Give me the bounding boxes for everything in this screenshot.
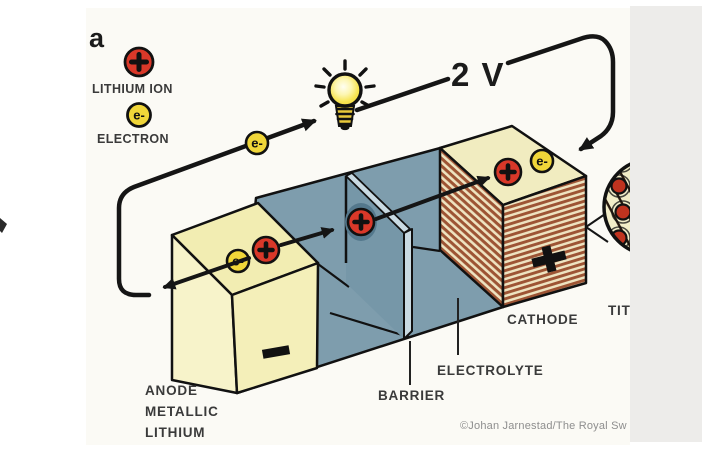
right-margin (630, 6, 702, 442)
wire-bulb-to-voltage (354, 76, 451, 113)
inset-pointer-bottom (585, 226, 609, 243)
electrolyte-label: ELECTROLYTE (437, 363, 544, 378)
circuit-wire (116, 34, 616, 298)
inset-ion (611, 200, 630, 224)
wire-anode-to-bulb (116, 118, 317, 298)
electron-symbol: e- (133, 108, 145, 123)
anode-label-line2: METALLIC (145, 404, 219, 419)
electron-icon (529, 148, 555, 174)
barrier-label: BARRIER (378, 388, 445, 403)
wire-voltage-to-cathode (505, 34, 616, 152)
lithium-ion-in-electrolyte (345, 203, 377, 241)
arrow-anode-to-wire (162, 256, 251, 290)
electron-icon (244, 130, 270, 156)
left-edge-crop-artifact (0, 218, 7, 233)
tank-inner-edge-bottom (329, 311, 410, 339)
cathode-label: CATHODE (507, 312, 578, 327)
cathode-right-face (501, 174, 588, 309)
credit-line: ©Johan Jarnestad/The Royal Sw (460, 420, 627, 432)
bulb-tip (340, 124, 350, 131)
arrow-anode-to-electrolyte (279, 227, 335, 247)
electron-symbol: e- (251, 136, 263, 151)
plus-glyph (352, 213, 370, 231)
legend-electron-label: ELECTRON (97, 132, 169, 146)
inset-label-truncated: TIT (608, 303, 631, 318)
anode-block (170, 201, 320, 395)
plus-glyph (129, 52, 149, 72)
inset-circle-outline (602, 162, 630, 252)
plus-glyph (499, 163, 517, 181)
ion-flow-arrows (162, 175, 491, 290)
figure-content: e- e- (89, 23, 631, 440)
legend: LITHIUM ION e- ELECTRON (92, 46, 173, 146)
legend-lithium-ion-label: LITHIUM ION (92, 82, 173, 96)
barrier-side-edge (403, 228, 413, 340)
leader-lines (409, 298, 459, 385)
cathode-structure-inset (585, 159, 630, 252)
wire-electron: e- (244, 130, 270, 156)
anode-minus-sign (261, 345, 291, 359)
voltage-label: 2 V (451, 56, 505, 93)
anode-label-line1: ANODE (145, 383, 198, 398)
light-bulb-icon (314, 59, 376, 131)
plus-glyph (257, 241, 275, 259)
bulb-rays (314, 59, 376, 108)
tank-inner-edge-left (317, 263, 350, 288)
bulb-screw-threads (335, 107, 355, 126)
anode-front-face (230, 261, 320, 395)
electron-icon (126, 102, 152, 128)
cathode-ion-pair: e- (493, 148, 555, 187)
panel-letter: a (89, 23, 105, 53)
tank-inner-edge-right (412, 245, 441, 253)
bulb-glass (327, 72, 363, 108)
anode-label-line3: LITHIUM (145, 425, 205, 440)
electron-symbol: e- (536, 154, 548, 169)
cathode-plus-sign (531, 245, 567, 273)
arrow-barrier-to-cathode (374, 175, 491, 221)
